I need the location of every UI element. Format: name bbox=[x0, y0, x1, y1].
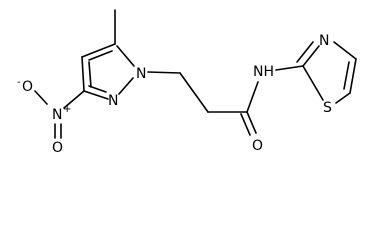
molecule-structure: N N N + O - O O NH N S bbox=[17, 9, 357, 156]
bond-c4-c3 bbox=[81, 56, 85, 92]
bond-nitro-o-top bbox=[34, 90, 48, 105]
thiazole-s-label: S bbox=[323, 100, 332, 116]
bond-c5-s bbox=[335, 92, 351, 104]
bond-n1-c5 bbox=[116, 45, 135, 67]
bond-c3-n2-double bbox=[88, 85, 107, 93]
nitro-n-label: N bbox=[52, 107, 62, 123]
bond-carbonyl-o-double bbox=[240, 113, 251, 136]
bond-n2-n1 bbox=[118, 77, 134, 95]
thiazole-n-label: N bbox=[319, 33, 329, 49]
bond-c2-n3 bbox=[302, 45, 320, 67]
bond-ch2a-ch2b bbox=[179, 72, 209, 113]
bond-c4-c5-double bbox=[343, 61, 350, 90]
bond-c3-nitro bbox=[63, 90, 85, 109]
nitro-o-bottom-label: O bbox=[52, 140, 63, 156]
bond-n3-c4 bbox=[333, 41, 357, 60]
bond-nh-thiazole bbox=[275, 65, 304, 71]
bond-s-c2 bbox=[302, 65, 324, 101]
bond-c4-c3-double bbox=[88, 61, 92, 88]
amide-o-label: O bbox=[252, 138, 263, 154]
bond-c3-n2 bbox=[83, 90, 109, 100]
bond-c4-c5 bbox=[349, 58, 357, 94]
molecule-canvas: N N N + O - O O NH N S bbox=[17, 9, 357, 156]
bond-c5-c4 bbox=[81, 43, 116, 58]
bond-c2-n3-double bbox=[296, 41, 314, 63]
bond-n1-ch2a bbox=[147, 71, 181, 74]
bond-carbonyl-nh bbox=[246, 81, 259, 113]
nitro-o-top-label: O bbox=[22, 79, 33, 95]
amide-nh-label: NH bbox=[253, 64, 274, 80]
nitro-n-plus-label: + bbox=[63, 104, 71, 115]
ring-n2-label: N bbox=[108, 93, 118, 109]
nitro-o-top-minus-label: - bbox=[17, 77, 21, 88]
bond-carbonyl-o bbox=[246, 111, 257, 134]
bond-c5-c4-double bbox=[88, 50, 113, 61]
ring-n1-label: N bbox=[136, 66, 146, 82]
